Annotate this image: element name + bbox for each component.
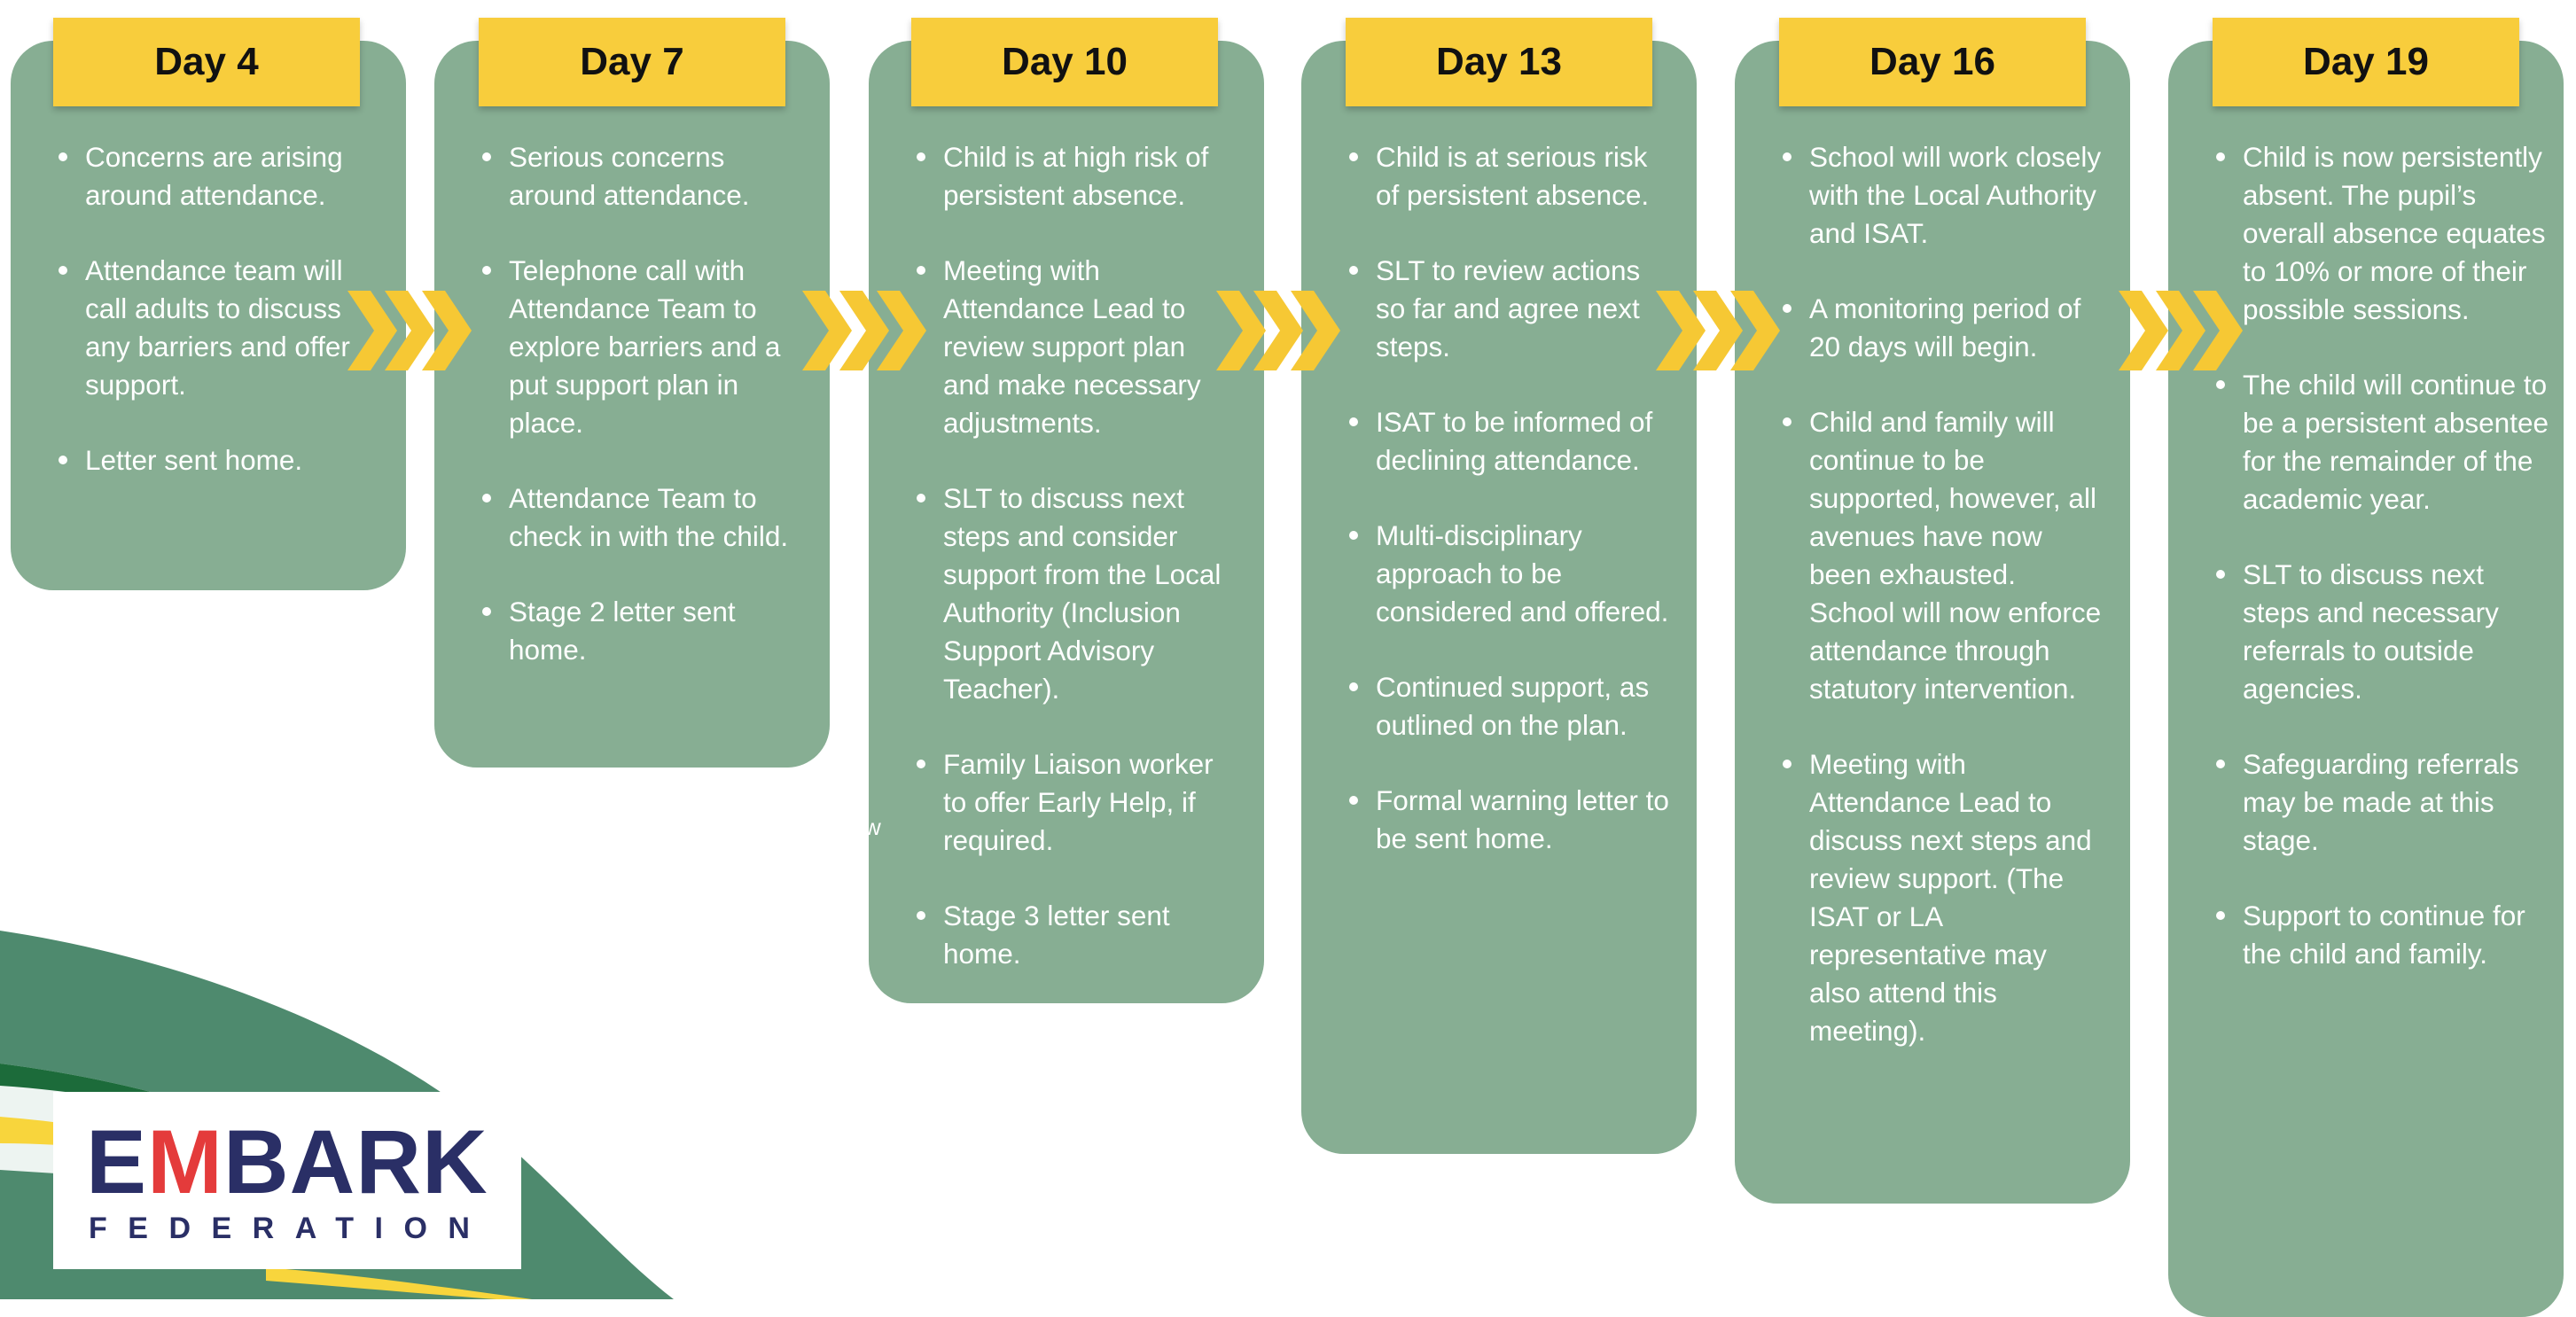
embark-federation-logo: EMBARK FEDERATION (53, 1092, 521, 1269)
stage-card-day-4: Concerns are arising around attendance. … (11, 41, 406, 590)
chevron-arrow-icon (1216, 291, 1340, 370)
stage-point: A monitoring period of 20 days will begi… (1783, 290, 2105, 366)
stage-point: SLT to discuss next steps and necessary … (2216, 556, 2551, 708)
stage-point: Stage 2 letter sent home. (482, 593, 805, 669)
stage-point: Serious concerns around attendance. (482, 138, 805, 214)
logo-subtitle: FEDERATION (89, 1212, 491, 1245)
stage-point: Meeting with Attendance Lead to discuss … (1783, 745, 2105, 1050)
stage-card-day-16: School will work closely with the Local … (1735, 41, 2130, 1204)
stage-point: Meeting with Attendance Lead to review s… (917, 252, 1239, 442)
day-label-tab: Day 13 (1346, 18, 1652, 106)
stage-point: Multi-disciplinary approach to be consid… (1349, 517, 1672, 631)
stage-points: Child is at high risk of persistent abse… (917, 138, 1239, 973)
stage-point: Attendance Team to check in with the chi… (482, 479, 805, 556)
stage-point: Continued support, as outlined on the pl… (1349, 668, 1672, 744)
day-label-tab: Day 7 (479, 18, 785, 106)
stage-point: Family Liaison worker to offer Early Hel… (917, 745, 1239, 860)
stage-point: Child is now persistently absent. The pu… (2216, 138, 2551, 329)
day-label-tab: Day 19 (2213, 18, 2519, 106)
stage-point: Concerns are arising around attendance. (59, 138, 381, 214)
stage-point: Formal warning letter to be sent home. (1349, 782, 1672, 858)
stage-point: Telephone call with Attendance Team to e… (482, 252, 805, 442)
chevron-arrow-icon (1656, 291, 1780, 370)
chevron-arrow-icon (2119, 291, 2243, 370)
stage-card-day-7: Serious concerns around attendance. Tele… (434, 41, 830, 768)
stage-point: Support to continue for the child and fa… (2216, 897, 2551, 973)
stage-point: ISAT to be informed of declining attenda… (1349, 403, 1672, 479)
stage-points: Serious concerns around attendance. Tele… (482, 138, 805, 669)
stage-points: Child is at serious risk of persistent a… (1349, 138, 1672, 858)
stage-point: Stage 3 letter sent home. (917, 897, 1239, 973)
stage-point: School will work closely with the Local … (1783, 138, 2105, 253)
stage-point: Child is at serious risk of persistent a… (1349, 138, 1672, 214)
stage-card-day-19: Child is now persistently absent. The pu… (2168, 41, 2564, 1317)
logo-wordmark: EMBARK (86, 1111, 488, 1212)
stage-points: Concerns are arising around attendance. … (59, 138, 381, 479)
stage-point: Safeguarding referrals may be made at th… (2216, 745, 2551, 860)
stage-point: Child and family will continue to be sup… (1783, 403, 2105, 708)
day-label-tab: Day 16 (1779, 18, 2086, 106)
stage-point: SLT to discuss next steps and consider s… (917, 479, 1239, 708)
stage-points: School will work closely with the Local … (1783, 138, 2105, 1050)
stage-point: The child will continue to be a persiste… (2216, 366, 2551, 518)
day-label-tab: Day 4 (53, 18, 360, 106)
stage-point: SLT to review actions so far and agree n… (1349, 252, 1672, 366)
chevron-arrow-icon (802, 291, 926, 370)
stage-point: Attendance team will call adults to disc… (59, 252, 381, 404)
day-label-tab: Day 10 (911, 18, 1218, 106)
stage-card-day-10: Child is at high risk of persistent abse… (869, 41, 1264, 1003)
stage-points: Child is now persistently absent. The pu… (2216, 138, 2551, 973)
stage-card-day-13: Child is at serious risk of persistent a… (1301, 41, 1697, 1154)
stage-point: Child is at high risk of persistent abse… (917, 138, 1239, 214)
stage-point: Letter sent home. (59, 441, 381, 479)
chevron-arrow-icon (347, 291, 472, 370)
stray-text: w (864, 814, 881, 840)
